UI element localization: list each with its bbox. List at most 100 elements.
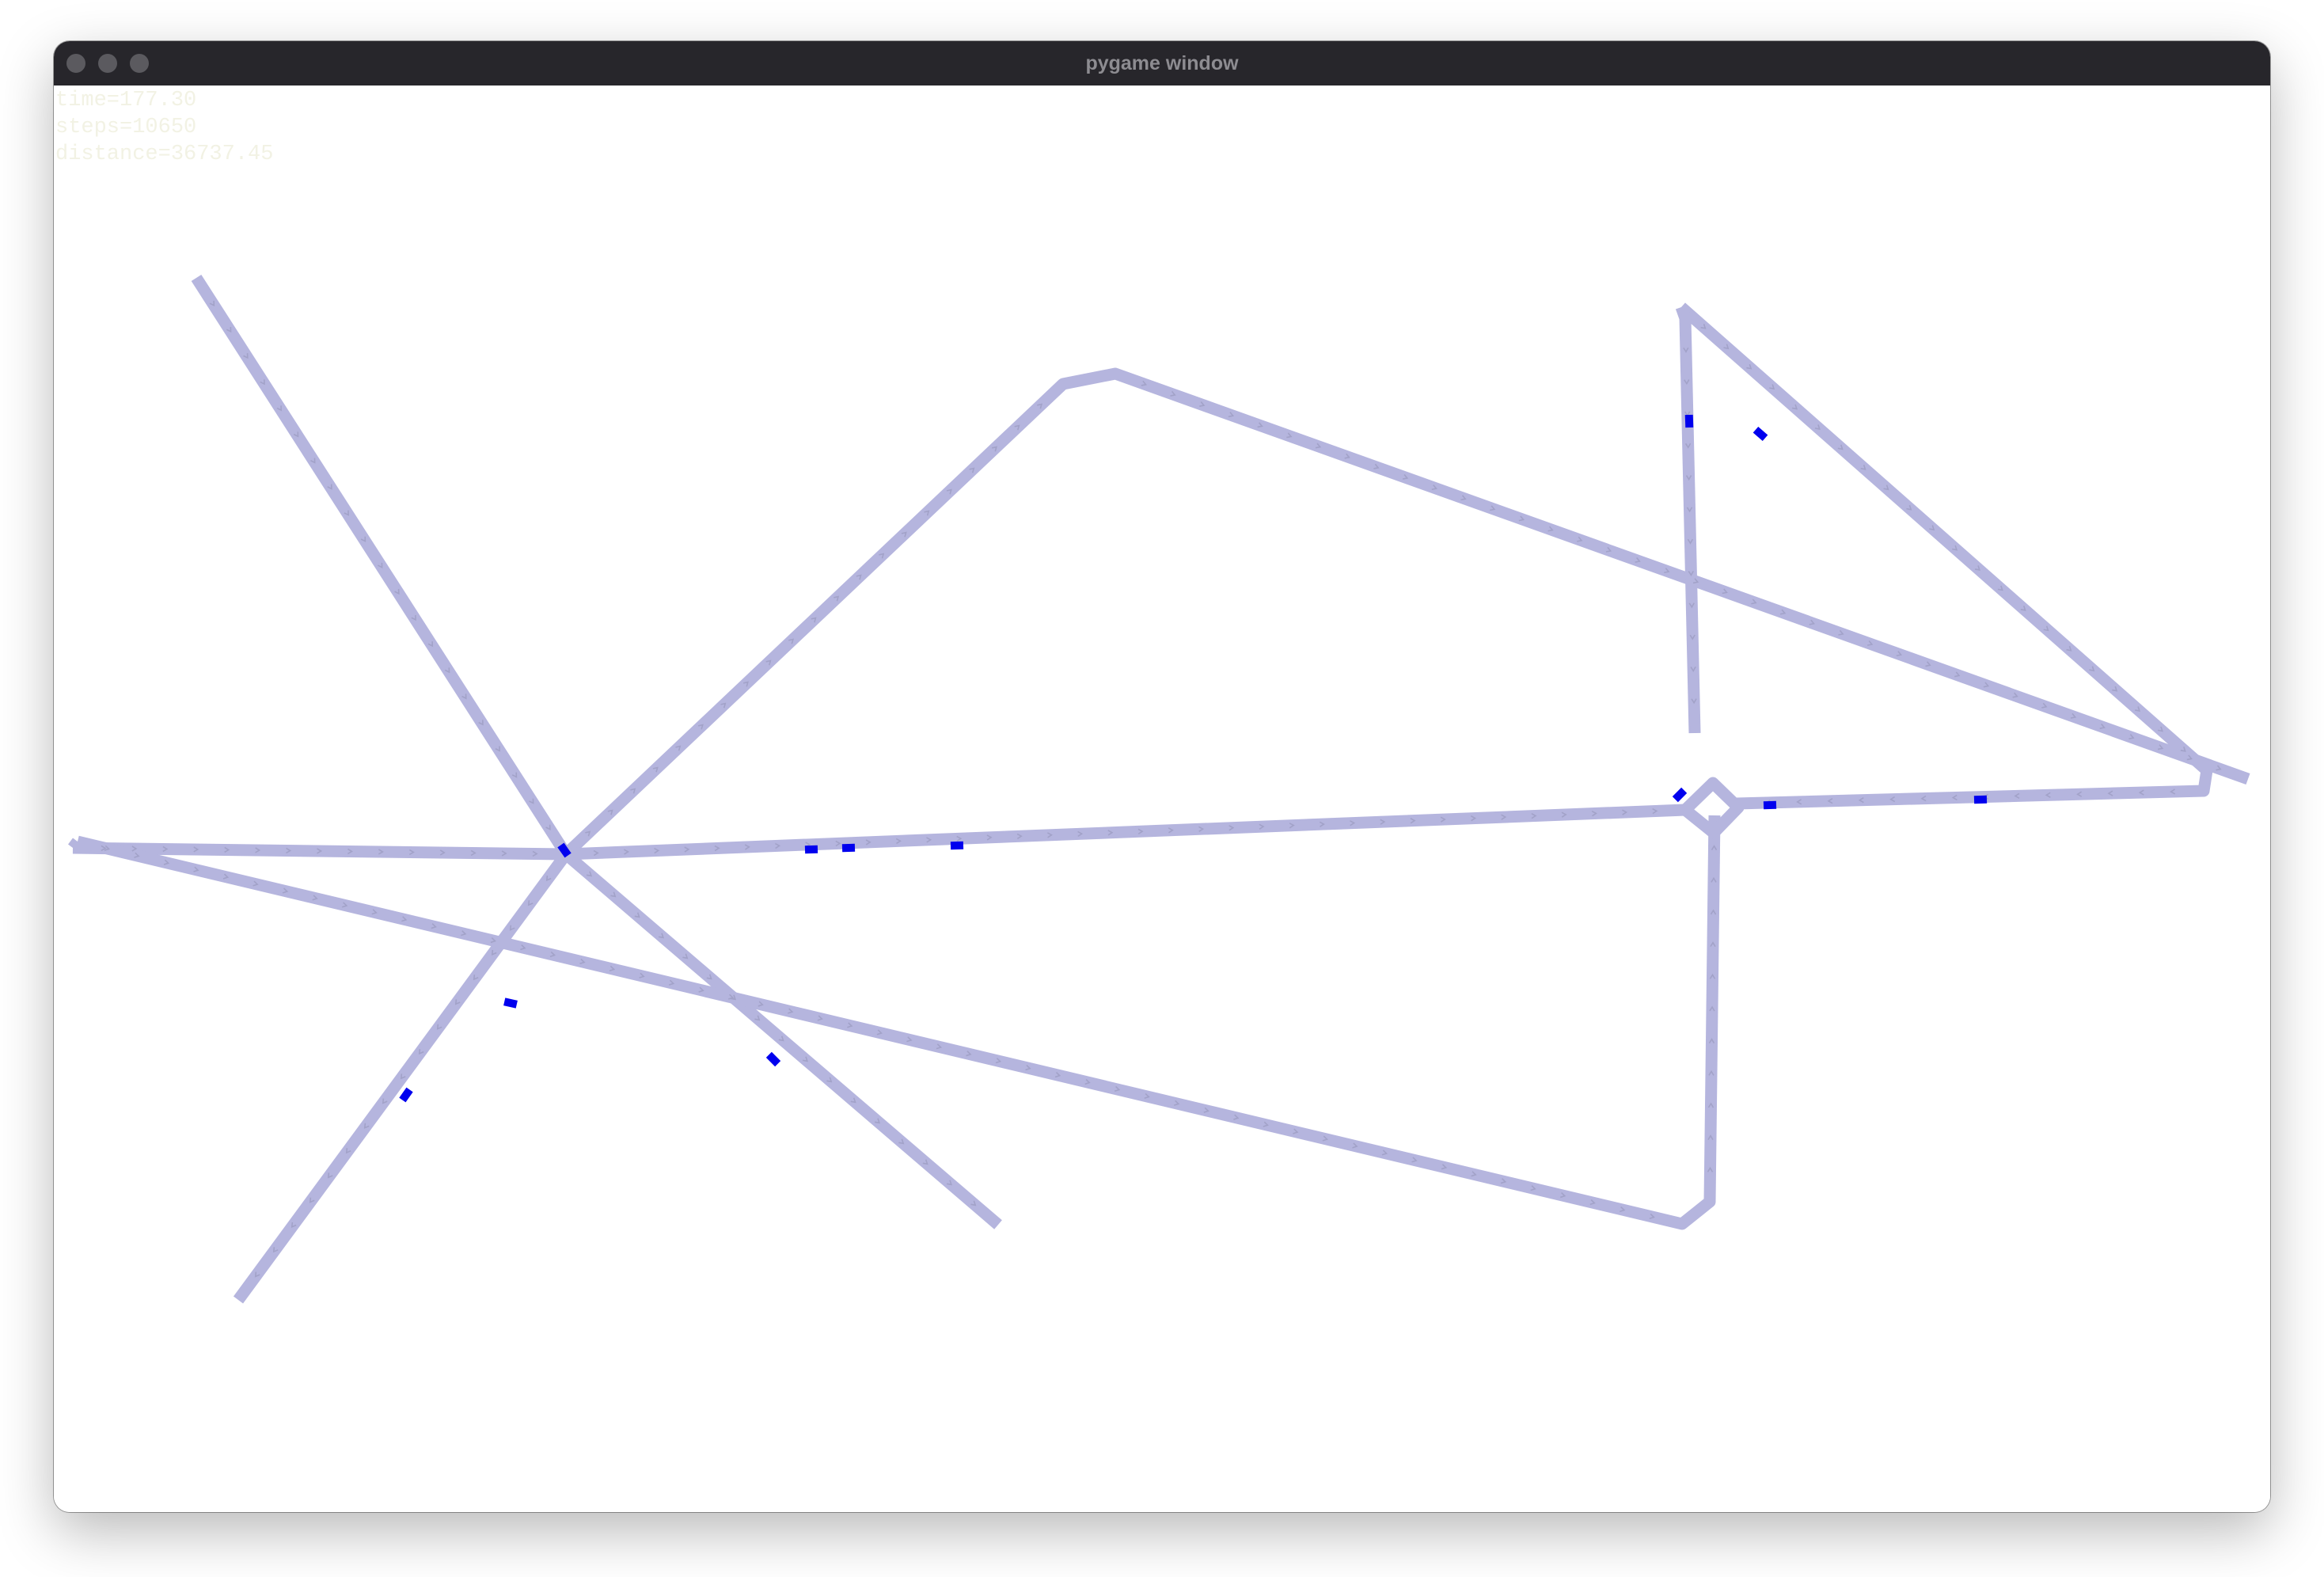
direction-arrow <box>1054 1071 1061 1078</box>
direction-arrow <box>744 844 750 850</box>
direction-arrow <box>727 994 735 1000</box>
direction-arrow <box>579 958 586 965</box>
direction-arrow <box>290 1222 297 1229</box>
direction-arrow <box>1685 475 1692 481</box>
direction-arrow <box>394 588 400 595</box>
title-bar[interactable]: pygame window <box>54 41 2270 86</box>
direction-arrow <box>1037 403 1043 409</box>
direction-arrow <box>607 809 613 815</box>
direction-arrow <box>1530 1185 1536 1191</box>
direction-arrow <box>2070 712 2077 719</box>
direction-arrow <box>1559 1192 1566 1199</box>
direction-arrow <box>1951 794 1958 801</box>
direction-arrow <box>327 484 332 490</box>
direction-arrow <box>1168 827 1174 834</box>
direction-arrow <box>1263 1121 1269 1127</box>
direction-arrow <box>1814 424 1821 430</box>
direction-arrow <box>461 930 467 937</box>
direction-arrow <box>1769 384 1775 390</box>
distance-readout: distance=36737.45 <box>55 142 274 166</box>
direction-arrow <box>1344 453 1350 459</box>
direction-arrow <box>658 933 665 939</box>
direction-arrow <box>639 972 645 978</box>
close-button[interactable] <box>66 54 85 73</box>
direction-arrow <box>491 949 497 956</box>
direction-arrow <box>586 871 593 877</box>
direction-arrow <box>1925 661 1931 667</box>
direction-arrow <box>1014 424 1020 431</box>
direction-arrow <box>1723 344 1730 350</box>
direction-arrow <box>906 1036 913 1043</box>
direction-arrow <box>282 887 289 894</box>
direction-arrow <box>1501 814 1507 820</box>
direction-arrow <box>1683 347 1689 353</box>
vehicle <box>841 843 856 853</box>
direction-arrow <box>1233 1114 1240 1120</box>
direction-arrow <box>817 1015 823 1021</box>
direction-arrow <box>1141 380 1148 386</box>
direction-arrow <box>1016 833 1023 840</box>
direction-arrow <box>1707 1102 1715 1108</box>
direction-arrow <box>545 824 551 830</box>
direction-arrow <box>509 925 515 931</box>
direction-arrow <box>1652 808 1658 815</box>
steps-readout: steps=10650 <box>55 116 197 139</box>
time-readout: time=177.30 <box>55 89 197 112</box>
direction-arrow <box>193 846 199 853</box>
direction-arrow <box>2138 789 2144 796</box>
direction-arrow <box>1077 830 1084 838</box>
direction-arrow <box>226 327 232 333</box>
direction-arrow <box>293 431 299 438</box>
direction-arrow <box>1687 538 1694 545</box>
direction-arrow <box>1920 795 1927 802</box>
direction-arrow <box>1691 698 1697 705</box>
direction-arrow <box>1352 1142 1358 1149</box>
direction-arrow <box>630 788 636 794</box>
direction-arrow <box>765 659 772 666</box>
road-segment <box>233 850 572 1304</box>
direction-arrow <box>2043 625 2049 632</box>
vehicle <box>950 841 964 850</box>
direction-arrow <box>1170 390 1176 397</box>
direction-arrow <box>470 849 477 857</box>
direction-arrow <box>1547 526 1554 532</box>
road-network <box>68 274 2250 1304</box>
simulation-stats: time=177.30 steps=10650 distance=36737.45 <box>55 87 273 168</box>
direction-arrow <box>623 849 629 855</box>
direction-arrow <box>754 1015 761 1021</box>
direction-arrow <box>1635 557 1641 563</box>
direction-arrow <box>946 1180 953 1186</box>
direction-arrow <box>634 912 640 918</box>
direction-arrow <box>224 846 230 853</box>
direction-arrow <box>1809 619 1815 625</box>
direction-arrow <box>1460 495 1467 501</box>
direction-arrow <box>2099 724 2106 729</box>
direction-arrow <box>2186 754 2193 761</box>
direction-arrow <box>778 1036 784 1042</box>
direction-arrow <box>1684 443 1692 449</box>
direction-arrow <box>377 562 383 568</box>
direction-arrow <box>1228 825 1235 831</box>
direction-arrow <box>1827 798 1833 804</box>
direction-arrow <box>104 845 110 851</box>
direction-arrow <box>652 766 659 773</box>
vehicle <box>503 998 518 1009</box>
direction-arrow <box>1203 1107 1209 1113</box>
direction-arrow <box>382 1098 388 1104</box>
direction-arrow <box>345 1148 351 1154</box>
zoom-button[interactable] <box>130 54 149 73</box>
direction-arrow <box>1954 671 1961 678</box>
direction-arrow <box>1259 823 1265 830</box>
direction-arrow <box>898 1138 905 1145</box>
direction-arrow <box>1709 1005 1715 1012</box>
direction-arrow <box>1791 404 1798 410</box>
direction-arrow <box>1883 484 1889 491</box>
direction-arrow <box>1838 629 1844 636</box>
minimize-button[interactable] <box>98 54 117 73</box>
direction-arrow <box>1084 1078 1091 1085</box>
direction-arrow <box>1708 1038 1715 1044</box>
direction-arrow <box>162 846 169 853</box>
direction-arrow <box>1471 1171 1477 1177</box>
pygame-canvas[interactable]: time=177.30 steps=10650 distance=36737.45 <box>54 86 2270 1512</box>
direction-arrow <box>1114 1085 1121 1092</box>
